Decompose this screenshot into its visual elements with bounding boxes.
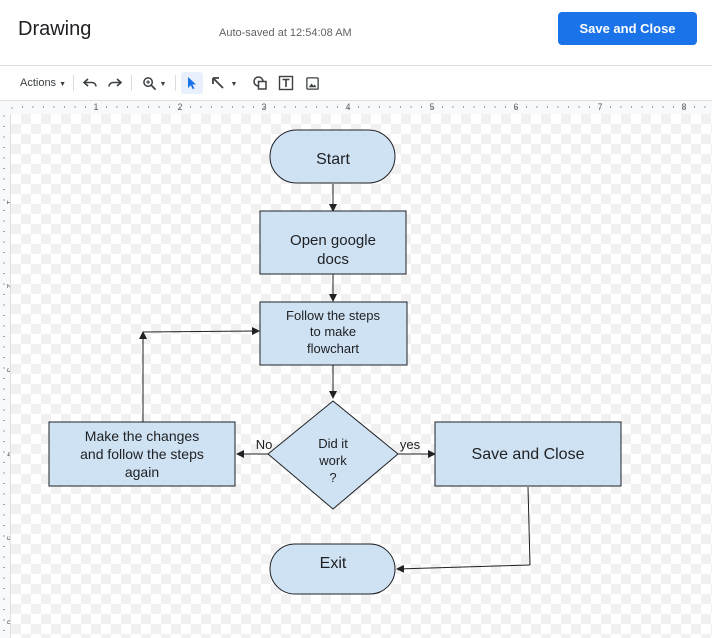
dropdown-arrow-icon: ▼ [59,81,66,88]
open-docs-process[interactable] [259,210,407,275]
ruler-label: 6 [5,620,10,625]
ruler-label: 4 [345,102,350,112]
follow-steps-label-line1: Follow the steps [286,308,380,323]
drawing-header: Drawing Auto-saved at 12:54:08 AM Save a… [0,0,712,65]
save-close-process[interactable] [434,421,622,487]
image-tool-button[interactable] [301,72,323,94]
ruler-label: 2 [177,102,182,112]
textbox-tool-button[interactable] [275,72,297,94]
image-icon [305,76,319,90]
header-divider [0,65,712,66]
dropdown-arrow-icon: ▼ [159,81,167,88]
make-changes-label-line3: again [125,464,159,480]
line-tool-button[interactable]: ▼ [207,72,241,94]
drawing-canvas[interactable]: Start Open google docs Follow the steps … [11,114,712,638]
no-branch-label: No [256,437,273,452]
select-tool-button[interactable] [181,72,203,94]
zoom-icon [142,76,156,90]
follow-steps-label-line2: to make [310,324,356,339]
ruler-label: 5 [5,536,10,541]
yes-branch-label: yes [400,437,421,452]
zoom-menu[interactable]: ▼ [138,72,170,94]
shape-icon [253,76,267,90]
ruler-label: 3 [5,368,10,373]
toolbar-divider [73,75,74,91]
textbox-icon [278,75,294,91]
save-and-close-button[interactable]: Save and Close [558,12,697,45]
line-icon [211,77,224,89]
follow-steps-label-line3: flowchart [307,341,359,356]
decision-label-line1: Did it [318,436,348,451]
toolbar-divider [131,75,132,91]
shape-tool-button[interactable] [249,72,271,94]
exit-terminal[interactable] [269,543,396,595]
ruler-label: 4 [5,452,10,457]
decision-label-line2: work [318,453,347,468]
follow-steps-process[interactable] [259,301,408,366]
toolbar: Actions ▼ ▼ ▼ [0,66,712,100]
ruler-label: 1 [93,102,98,112]
make-changes-label-line1: Make the changes [85,428,199,444]
ruler-label: 7 [597,102,602,112]
ruler-label: 5 [429,102,434,112]
decision-label-line3: ? [329,470,336,485]
vertical-ruler: 1 2 3 4 5 6 [0,114,11,638]
ruler-label: 8 [681,102,686,112]
autosave-status: Auto-saved at 12:54:08 AM [219,27,352,39]
horizontal-ruler: 1 2 3 4 5 6 7 8 [0,100,712,115]
open-docs-label-line1: Open google [290,232,376,249]
exit-label: Exit [320,555,347,572]
ruler-label: 1 [5,200,10,205]
actions-menu[interactable]: Actions ▼ [18,72,68,94]
ruler-label: 6 [513,102,518,112]
redo-icon[interactable] [105,72,125,94]
save-close-label: Save and Close [472,446,585,463]
connector-line[interactable] [527,486,531,566]
make-changes-label-line2: and follow the steps [80,446,204,462]
toolbar-divider [175,75,176,91]
open-docs-label-line2: docs [317,251,349,268]
undo-icon[interactable] [80,72,100,94]
connector-arrow[interactable] [396,564,531,573]
dropdown-arrow-icon: ▼ [230,81,238,88]
make-changes-process[interactable] [48,421,236,487]
decision-diamond[interactable] [267,400,399,510]
dialog-title: Drawing [18,18,92,40]
ruler-label: 2 [5,284,10,289]
start-terminal[interactable] [269,129,396,184]
actions-label: Actions [19,77,57,89]
connector-arrow[interactable] [142,327,260,336]
select-icon [188,77,196,90]
ruler-label: 3 [261,102,266,112]
start-label: Start [316,151,350,168]
